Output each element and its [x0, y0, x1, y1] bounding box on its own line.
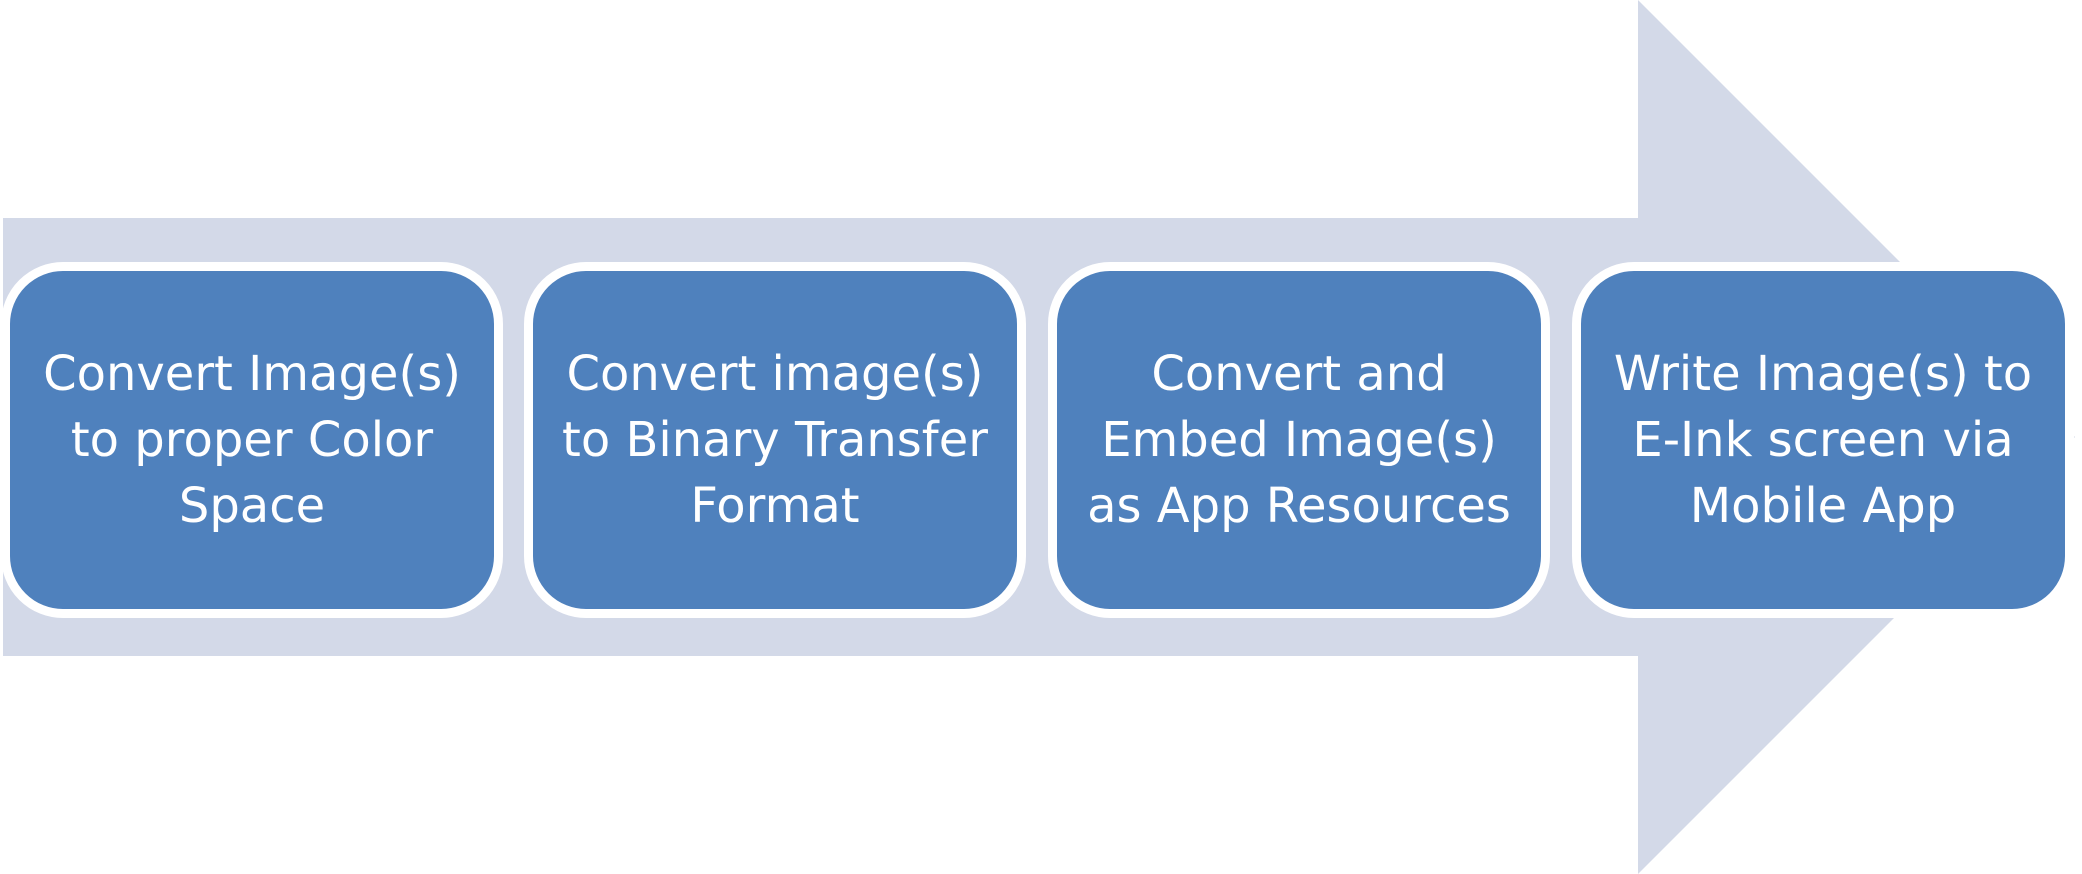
process-step-2-label: Convert image(s) to Binary Transfer Form… — [562, 346, 988, 534]
process-step-1: Convert Image(s) to proper Color Space — [1, 262, 503, 618]
process-step-2: Convert image(s) to Binary Transfer Form… — [524, 262, 1026, 618]
process-step-4: Write Image(s) to E-Ink screen via Mobil… — [1572, 262, 2074, 618]
process-flow-arrow — [3, 0, 2075, 874]
process-step-1-label: Convert Image(s) to proper Color Space — [43, 346, 461, 534]
process-step-3: Convert and Embed Image(s) as App Resour… — [1048, 262, 1550, 618]
process-step-3-label: Convert and Embed Image(s) as App Resour… — [1087, 346, 1511, 534]
process-step-4-label: Write Image(s) to E-Ink screen via Mobil… — [1613, 346, 2033, 534]
